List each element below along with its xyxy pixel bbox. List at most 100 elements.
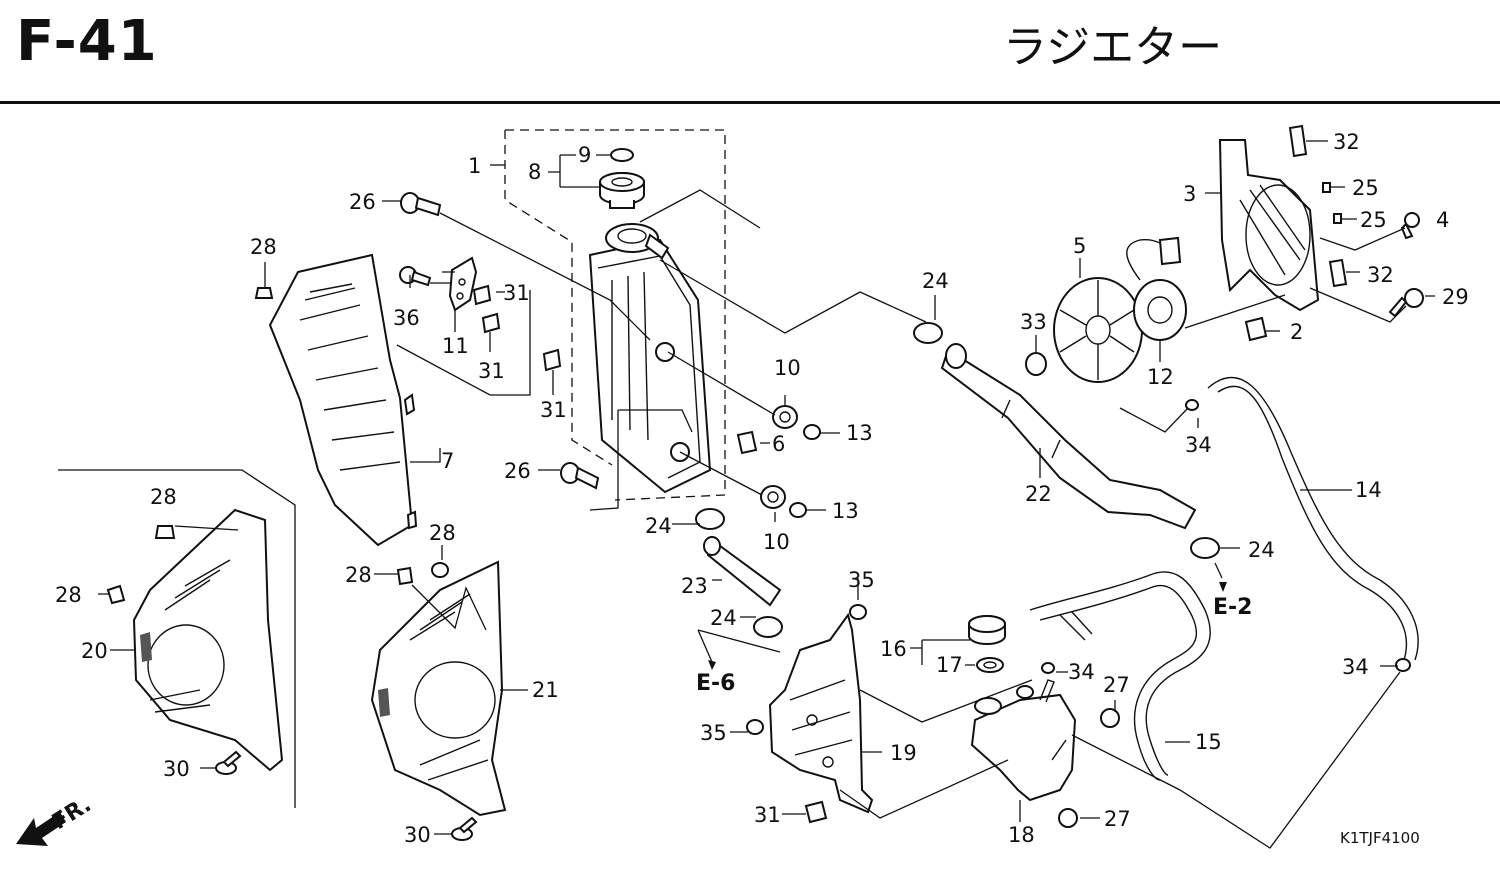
callout-24-upper: 24 bbox=[922, 269, 949, 293]
callout-35-upper: 35 bbox=[848, 568, 875, 592]
radiator bbox=[588, 223, 712, 494]
callout-1: 1 bbox=[468, 154, 481, 178]
callout-24-bracket: 24 bbox=[710, 606, 737, 630]
ref-e2: E-2 bbox=[1213, 595, 1252, 620]
clip-31-b bbox=[481, 312, 501, 334]
callout-13-lower: 13 bbox=[832, 499, 859, 523]
callout-31-c: 31 bbox=[540, 398, 567, 422]
callout-25-a: 25 bbox=[1352, 176, 1379, 200]
callout-14: 14 bbox=[1355, 478, 1382, 502]
bolt-36 bbox=[399, 266, 432, 287]
callout-28-rcover-left: 28 bbox=[345, 563, 372, 587]
callout-10-lower: 10 bbox=[763, 530, 790, 554]
callout-9: 9 bbox=[578, 143, 591, 167]
bolt-35-lower bbox=[746, 719, 764, 735]
clamp-24-bracket bbox=[753, 616, 783, 638]
callout-4: 4 bbox=[1436, 208, 1449, 232]
clip-31-d bbox=[804, 800, 828, 824]
bracket-11 bbox=[448, 256, 478, 312]
radiator-cap bbox=[599, 172, 645, 209]
callout-27-lower: 27 bbox=[1104, 807, 1131, 831]
e6-arrow bbox=[708, 660, 716, 670]
callout-30-left: 30 bbox=[163, 757, 190, 781]
callout-35-lower: 35 bbox=[700, 721, 727, 745]
callout-26-upper: 26 bbox=[349, 190, 376, 214]
radiator-shroud bbox=[268, 253, 418, 547]
callout-34-upper: 34 bbox=[1185, 433, 1212, 457]
grommet-25-b bbox=[1333, 213, 1342, 224]
reservoir-bracket bbox=[768, 612, 874, 814]
clamp-24-lower-hose bbox=[695, 508, 725, 530]
cap-seal bbox=[610, 148, 634, 162]
clip-32-mid bbox=[1328, 258, 1348, 288]
cap-gasket bbox=[976, 657, 1004, 673]
clamp-24-upper bbox=[913, 322, 943, 344]
callout-24-right: 24 bbox=[1248, 538, 1275, 562]
collar-13-lower bbox=[789, 502, 807, 518]
bolt-28-cover-side bbox=[106, 584, 126, 605]
callout-8: 8 bbox=[528, 160, 541, 184]
callout-18: 18 bbox=[1008, 823, 1035, 847]
callout-34-middle: 34 bbox=[1068, 660, 1095, 684]
radiator-assembly-boundary bbox=[504, 129, 726, 501]
collar-13-upper bbox=[803, 424, 821, 440]
callout-6: 6 bbox=[772, 432, 785, 456]
reserve-tank-cap bbox=[968, 615, 1006, 645]
fan-motor bbox=[1126, 236, 1187, 341]
bolt-28-rcover-left bbox=[396, 566, 414, 586]
callout-27-upper: 27 bbox=[1103, 673, 1130, 697]
callout-36: 36 bbox=[393, 306, 420, 330]
grommet-10-upper bbox=[772, 405, 798, 429]
callout-34-right: 34 bbox=[1342, 655, 1369, 679]
ref-e6: E-6 bbox=[696, 671, 735, 696]
clip-31-c bbox=[542, 348, 562, 372]
callout-19: 19 bbox=[890, 741, 917, 765]
callout-28-shroud: 28 bbox=[250, 235, 277, 259]
bolt-26-upper bbox=[400, 192, 442, 217]
callout-15: 15 bbox=[1195, 730, 1222, 754]
clip-34-middle bbox=[1041, 662, 1055, 674]
callout-22: 22 bbox=[1025, 482, 1052, 506]
sheet-code: F-41 bbox=[16, 9, 158, 74]
callout-28-cover-side: 28 bbox=[55, 583, 82, 607]
callout-17: 17 bbox=[936, 653, 963, 677]
bolt-4 bbox=[1400, 212, 1420, 240]
clip-34-right bbox=[1395, 658, 1411, 672]
left-radiator-cover bbox=[132, 508, 284, 772]
upper-hose-22 bbox=[940, 343, 1197, 530]
lower-hose-23 bbox=[703, 536, 782, 607]
bolt-29 bbox=[1388, 288, 1424, 318]
callout-32-mid: 32 bbox=[1367, 263, 1394, 287]
right-radiator-cover bbox=[370, 560, 507, 817]
callout-23: 23 bbox=[681, 574, 708, 598]
siphon-hose-15 bbox=[1029, 571, 1211, 781]
clip-34-upper bbox=[1185, 399, 1199, 411]
callout-2: 2 bbox=[1290, 320, 1303, 344]
callout-25-b: 25 bbox=[1360, 208, 1387, 232]
callout-21: 21 bbox=[532, 678, 559, 702]
callout-26-lower: 26 bbox=[504, 459, 531, 483]
callout-20: 20 bbox=[81, 639, 108, 663]
callout-11: 11 bbox=[442, 334, 469, 358]
bolt-35-upper bbox=[849, 604, 867, 620]
leader-lines bbox=[58, 140, 1435, 849]
nut-28-rcover-top bbox=[431, 562, 449, 578]
nut-2 bbox=[1244, 316, 1268, 342]
bolt-28-shroud bbox=[254, 287, 274, 299]
callout-24-lower-hose: 24 bbox=[645, 514, 672, 538]
fan-shroud bbox=[1218, 139, 1320, 312]
grommet-10-lower bbox=[760, 485, 786, 509]
bolt-28-cover-top bbox=[154, 525, 176, 539]
fan-blade bbox=[1053, 277, 1143, 383]
bolt-27-lower bbox=[1058, 808, 1078, 828]
bolt-26-lower bbox=[560, 462, 600, 490]
drawing-code: K1TJF4100 bbox=[1340, 829, 1420, 847]
callout-13-upper: 13 bbox=[846, 421, 873, 445]
callout-7: 7 bbox=[441, 449, 454, 473]
clip-31-a bbox=[472, 284, 492, 306]
cushion-6 bbox=[736, 430, 758, 455]
callout-32-top: 32 bbox=[1333, 130, 1360, 154]
screw-30-left bbox=[215, 750, 242, 775]
sheet-title: ラジエター bbox=[1003, 22, 1223, 73]
callout-31-a: 31 bbox=[503, 281, 530, 305]
